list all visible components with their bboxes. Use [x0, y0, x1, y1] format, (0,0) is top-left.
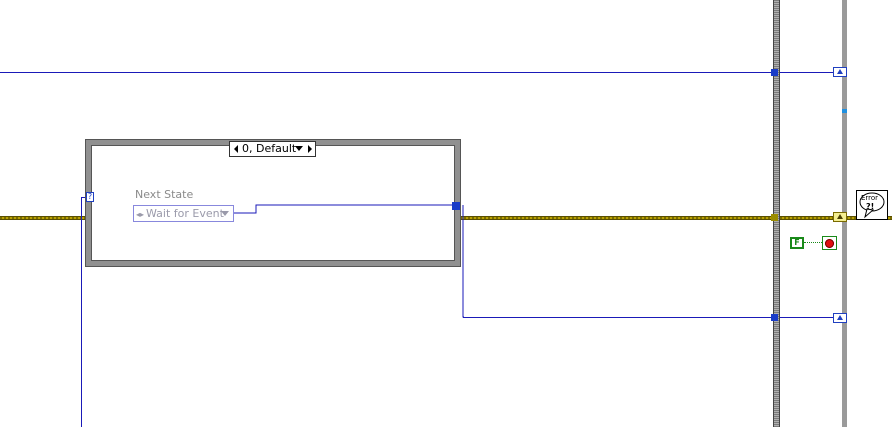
case-selector-label: 0, Default: [242, 142, 297, 155]
error-wire-right[interactable]: [460, 216, 836, 220]
chevron-down-icon[interactable]: [221, 211, 229, 216]
error-icon-symbol: ?!: [866, 202, 875, 211]
error-icon-text: Error: [861, 194, 879, 202]
case-selector-terminal[interactable]: ?: [86, 192, 94, 202]
error-wire-left[interactable]: [0, 216, 86, 220]
boolean-wire[interactable]: [804, 242, 822, 243]
state-wire-bottom[interactable]: [463, 317, 834, 318]
loop-tunnel-top[interactable]: [771, 69, 778, 76]
false-constant[interactable]: F: [790, 237, 804, 249]
loop-condition-terminal[interactable]: [822, 236, 837, 250]
shift-register-top[interactable]: [833, 67, 847, 77]
decrement-arrow-icon[interactable]: [231, 142, 241, 156]
chevron-down-icon[interactable]: [295, 146, 303, 151]
loop-tunnel-bottom[interactable]: [771, 314, 778, 321]
shift-register-bottom[interactable]: [833, 313, 847, 323]
stop-icon: [825, 239, 834, 248]
loop-border-left[interactable]: [773, 0, 780, 427]
next-state-enum-constant[interactable]: ◂▸ Wait for Event: [133, 205, 234, 222]
increment-arrow-icon[interactable]: [305, 142, 315, 156]
state-wire-left-vertical[interactable]: [81, 197, 82, 427]
case-selector[interactable]: 0, Default: [229, 141, 316, 157]
state-wire-top[interactable]: [0, 72, 834, 73]
state-wire-left-stub[interactable]: [81, 197, 87, 198]
case-output-tunnel[interactable]: [452, 202, 460, 210]
increment-decrement-icon[interactable]: ◂▸: [136, 210, 145, 219]
loop-marker: [842, 109, 847, 113]
shift-register-error[interactable]: [833, 212, 847, 222]
error-handler-icon[interactable]: Error ?!: [856, 190, 888, 220]
next-state-label: Next State: [135, 188, 194, 201]
next-state-value: Wait for Event: [146, 207, 224, 220]
speech-bubble-icon: [859, 192, 885, 219]
enum-output-wire[interactable]: [234, 200, 464, 320]
loop-tunnel-error[interactable]: [771, 214, 778, 221]
